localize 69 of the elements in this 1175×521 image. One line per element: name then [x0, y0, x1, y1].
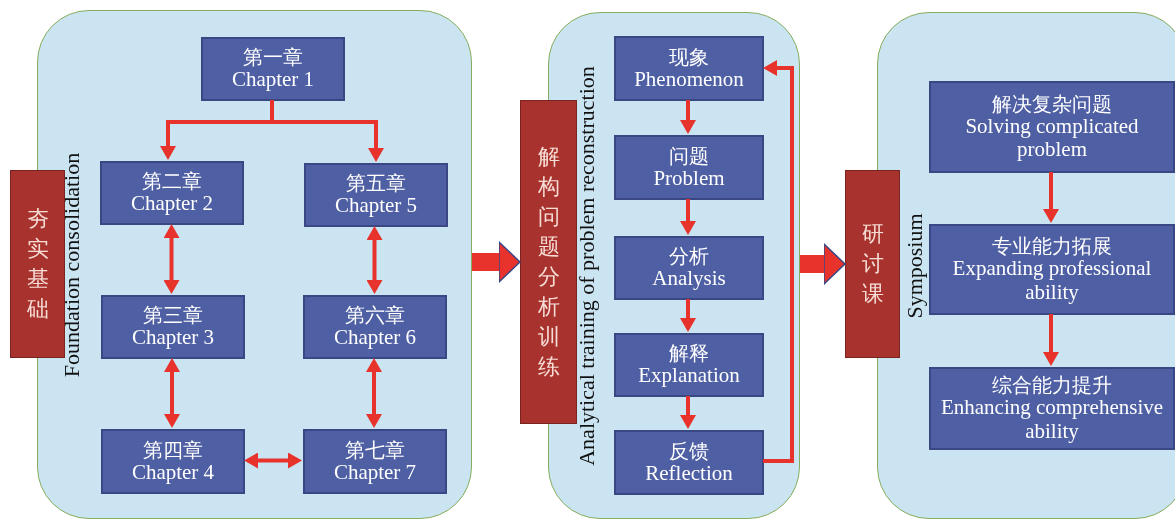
box-title: 解决复杂问题 [992, 92, 1112, 115]
process-box [303, 429, 447, 494]
process-box [614, 36, 764, 101]
box-subtitle: Chapter 1 [231, 68, 315, 92]
box-subtitle: Chapter 3 [131, 326, 215, 350]
box-title: 综合能力提升 [992, 374, 1112, 397]
arrow [1043, 172, 1059, 223]
box-title: 分析 [669, 245, 709, 268]
double-arrow [164, 358, 180, 428]
process-box [303, 295, 447, 359]
process-box [614, 333, 764, 397]
box-title: 问题 [669, 144, 709, 167]
box-subtitle: Problem [653, 166, 725, 191]
process-box [929, 81, 1175, 173]
process-box [201, 37, 345, 101]
box-subtitle: Phenomenon [634, 67, 744, 92]
double-arrow [163, 224, 180, 294]
box-title: 现象 [669, 45, 709, 68]
section-tab [845, 170, 900, 358]
process-box [614, 135, 764, 200]
box-subtitle: Chapter 2 [130, 192, 214, 216]
process-box [929, 224, 1175, 315]
section-tab [520, 100, 577, 424]
process-box [614, 430, 764, 495]
arrow [680, 199, 696, 235]
tab-label: 夯实基础 [26, 205, 49, 323]
box-title: 第一章 [243, 46, 303, 69]
arrow [680, 396, 696, 429]
box-subtitle: Reflection [645, 461, 733, 486]
box-subtitle: Explanation [638, 364, 740, 388]
box-subtitle: Chapter 6 [333, 326, 417, 350]
process-box [614, 236, 764, 300]
block-arrow [472, 241, 521, 283]
process-box [929, 367, 1175, 450]
double-arrow [366, 226, 383, 294]
box-title: 第六章 [345, 304, 405, 327]
arrow [680, 100, 696, 134]
double-arrow [244, 452, 302, 469]
double-arrow [366, 358, 382, 428]
arrow [763, 60, 794, 463]
arrow [1043, 314, 1059, 366]
arrow [270, 100, 384, 162]
box-title: 第二章 [142, 170, 202, 193]
box-title: 第五章 [346, 172, 406, 195]
box-subtitle: Chapter 4 [131, 460, 215, 485]
block-arrow [800, 243, 846, 285]
tab-label: 解构问题分析训练 [537, 143, 560, 381]
tab-label: 研讨课 [861, 220, 884, 308]
box-title: 第四章 [143, 438, 203, 461]
box-subtitle: Expanding professional ability [951, 257, 1153, 304]
box-subtitle: Chapter 5 [334, 194, 418, 218]
process-box [101, 429, 245, 494]
process-box [304, 163, 448, 227]
box-title: 解释 [669, 342, 709, 365]
box-subtitle: Chapter 7 [333, 460, 417, 485]
box-subtitle: Solving complicated problem [964, 114, 1140, 162]
vertical-heading: Foundation consolidation [59, 152, 85, 377]
vertical-heading: Symposium [902, 212, 928, 319]
arrow [680, 299, 696, 332]
section-tab [10, 170, 65, 358]
box-subtitle: Enhancing comprehensive ability [939, 396, 1165, 443]
box-title: 反馈 [669, 439, 709, 462]
box-title: 专业能力拓展 [992, 235, 1112, 258]
box-title: 第七章 [345, 438, 405, 461]
box-title: 第三章 [143, 304, 203, 327]
box-subtitle: Analysis [652, 267, 726, 291]
vertical-heading: Analytical training of problem reconstruction [574, 65, 600, 466]
process-box [100, 161, 244, 225]
process-box [101, 295, 245, 359]
